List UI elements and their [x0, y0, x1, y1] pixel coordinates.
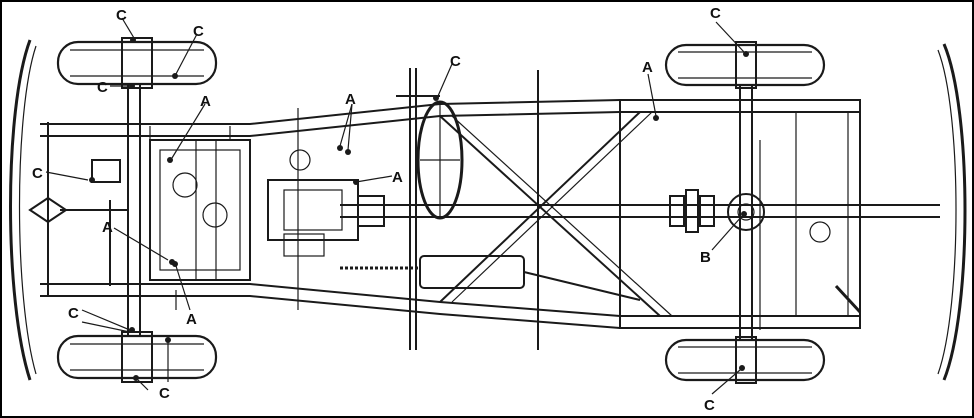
label-a-engine-side: A — [102, 219, 113, 236]
label-a-engine-top: A — [200, 93, 211, 110]
rear-spring — [942, 43, 967, 381]
rear-right-wheel — [664, 336, 826, 384]
label-c-rear-bottom: C — [704, 397, 715, 414]
rear-bracket — [834, 284, 862, 314]
front-left-wheel — [56, 37, 218, 89]
universal-joint — [669, 189, 715, 233]
front-right-wheel — [56, 331, 218, 383]
label-c-front-axle-top: C — [193, 23, 204, 40]
exhaust-muffler — [340, 255, 641, 301]
radiator-assembly — [28, 159, 128, 286]
label-c-front-bottom: C — [68, 305, 79, 322]
label-c-rear-top: C — [710, 5, 721, 22]
label-c-front-spindle: C — [97, 79, 108, 96]
label-c-front-top: C — [116, 7, 127, 24]
label-a-clutch: A — [345, 91, 356, 108]
leader-lines — [45, 17, 745, 395]
grease-fittings — [89, 37, 749, 381]
rear-axle — [727, 85, 831, 340]
label-c-tie-rod: C — [32, 165, 43, 182]
transmission — [267, 149, 385, 257]
label-a-transmission: A — [392, 169, 403, 186]
label-c-front-bottom-axle: C — [159, 385, 170, 402]
steering-wheel — [396, 68, 464, 350]
front-spring — [9, 39, 32, 381]
label-c-steering: C — [450, 53, 461, 70]
label-a-rear-frame: A — [642, 59, 653, 76]
rear-left-wheel — [664, 41, 826, 89]
engine-block — [149, 139, 251, 281]
label-a-engine-bottom: A — [186, 311, 197, 328]
label-b-differential: B — [700, 249, 711, 266]
frame-rails — [40, 99, 940, 329]
